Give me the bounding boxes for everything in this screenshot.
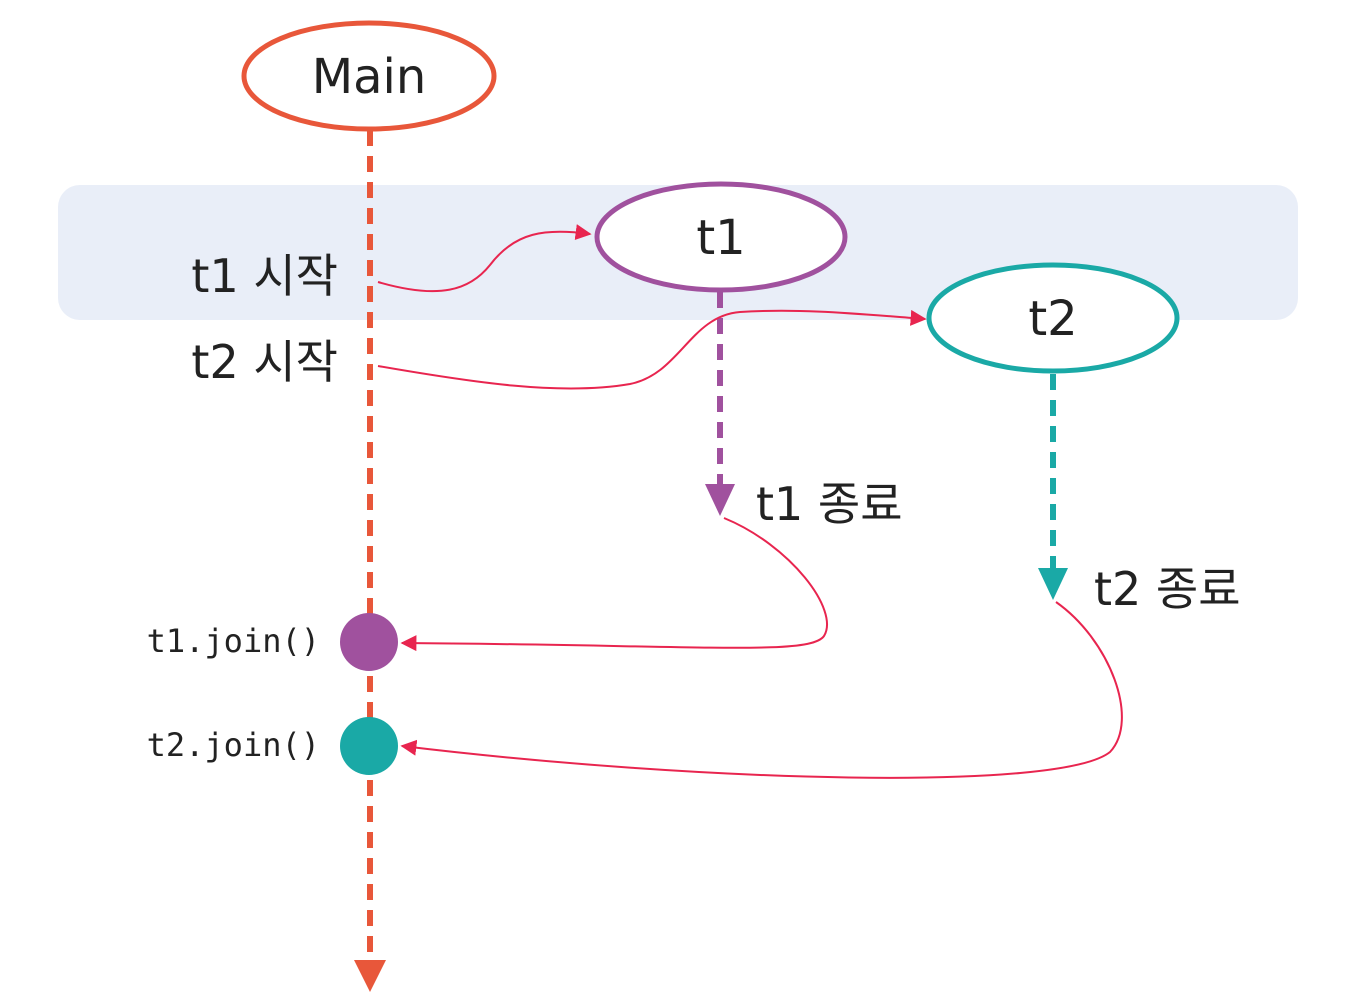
t2-start-label: t2 시작 (191, 335, 338, 389)
t1-end-connector (400, 517, 828, 652)
t2-end-label: t2 종료 (1094, 562, 1241, 616)
t2-node: t2 (926, 262, 1180, 374)
t2-start-connector (377, 309, 927, 390)
main-lifeline-arrowhead (354, 960, 386, 992)
t1-end-label: t1 종료 (756, 477, 903, 531)
t2-join-marker (340, 717, 398, 775)
t1-lifeline-arrowhead (705, 484, 735, 516)
t2-lifeline-arrowhead (1038, 568, 1068, 600)
t2-end-connector (400, 601, 1123, 779)
t1-node: t1 (594, 181, 848, 293)
t1-join-label: t1.join() (147, 622, 320, 660)
t1-node-label: t1 (696, 210, 745, 266)
t1-start-connector (377, 224, 592, 293)
t2-join-label: t2.join() (147, 726, 320, 764)
t1-join-marker (340, 613, 398, 671)
t2-node-label: t2 (1028, 291, 1077, 347)
t1-start-label: t1 시작 (191, 249, 338, 303)
main-node-label: Main (312, 49, 427, 105)
main-node: Main (241, 20, 497, 132)
